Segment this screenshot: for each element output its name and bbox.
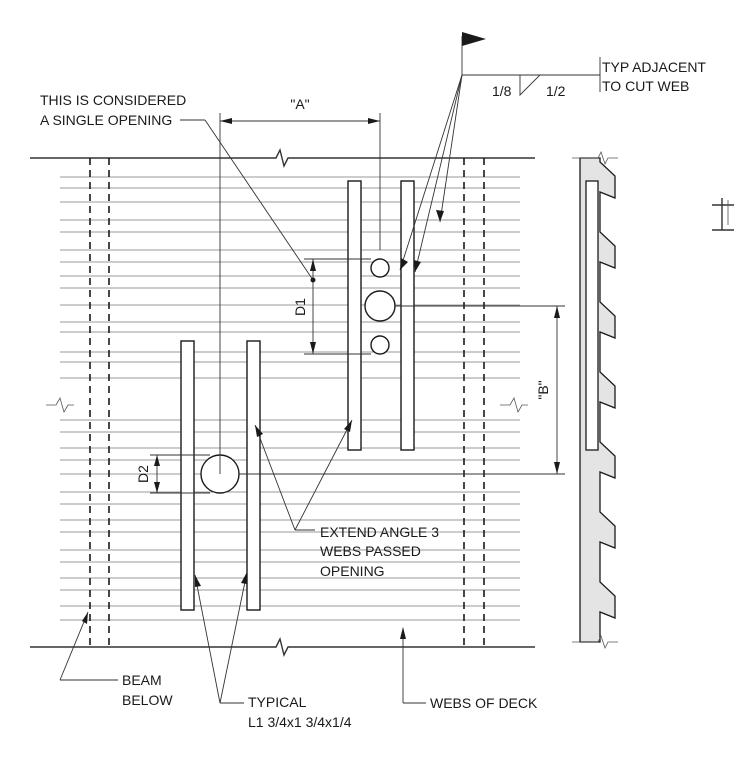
callout-typical-angle: TYPICAL L1 3/4x1 3/4x1/4 (194, 571, 352, 730)
deck-left-break (46, 396, 74, 414)
dimension-b: "B" (239, 305, 565, 475)
section-mark-partial (712, 198, 734, 231)
dimension-a: "A" (219, 96, 381, 474)
angle-right-upper (400, 180, 415, 451)
callout-extend-angle: EXTEND ANGLE 3 WEBS PASSED OPENING (254, 419, 439, 579)
dim-d1-label: D1 (292, 298, 308, 316)
typical-line1: TYPICAL (248, 694, 307, 710)
field-weld-flag-icon (462, 32, 486, 46)
extend-line1: EXTEND ANGLE 3 (320, 524, 439, 540)
beam-line2: BELOW (122, 692, 173, 708)
deck-section (572, 150, 618, 650)
angle-left-upper (347, 180, 362, 451)
callout-single-opening: THIS IS CONSIDERED A SINGLE OPENING (40, 92, 316, 283)
deck-rib-lines (60, 176, 520, 621)
webs-of-deck-label: WEBS OF DECK (430, 695, 538, 711)
angle-left-lower (180, 340, 195, 611)
opening-small-top (370, 258, 390, 278)
opening-small-bottom (370, 335, 390, 355)
angle-right-lower (246, 340, 261, 611)
deck-plan (30, 147, 535, 658)
section-angle (585, 180, 599, 451)
weld-symbol: 1/8 1/2 TYP ADJACENT TO CUT WEB (399, 32, 706, 273)
beam-below-lines (89, 158, 485, 647)
typical-line2: L1 3/4x1 3/4x1/4 (248, 714, 352, 730)
callout-webs-of-deck: WEBS OF DECK (400, 627, 538, 711)
dimension-d2: D2 (135, 454, 210, 494)
callout-beam-below: BEAM BELOW (59, 611, 173, 708)
single-opening-line1: THIS IS CONSIDERED (40, 92, 186, 108)
dim-d2-label: D2 (135, 465, 151, 483)
typ-adjacent-line2: TO CUT WEB (602, 78, 689, 94)
fillet-weld-icon (519, 74, 542, 97)
deck-bottom-edge (30, 636, 535, 658)
weld-size-right: 1/2 (546, 83, 566, 99)
dimension-d1: D1 (292, 258, 371, 355)
single-opening-line2: A SINGLE OPENING (40, 112, 172, 128)
extend-line2: WEBS PASSED (320, 543, 421, 559)
deck-top-edge (30, 147, 535, 169)
extend-line3: OPENING (320, 563, 385, 579)
dim-b-label: "B" (535, 380, 551, 399)
deck-right-break (500, 396, 528, 414)
weld-size-left: 1/8 (492, 83, 512, 99)
beam-line1: BEAM (122, 672, 162, 688)
dim-a-label: "A" (290, 96, 309, 112)
opening-large (364, 290, 396, 322)
typ-adjacent-line1: TYP ADJACENT (602, 59, 706, 75)
